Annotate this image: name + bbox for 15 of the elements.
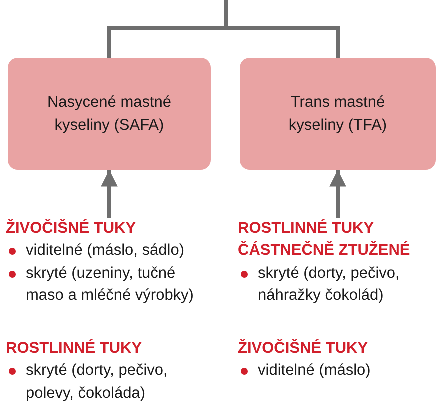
- bullet-item: viditelné (máslo): [238, 360, 438, 383]
- bullet-item: skryté (dorty, pečivo, polevy, čokoláda): [6, 360, 206, 406]
- bullet-item: skryté (uzeniny, tučné maso a mléčné výrobky): [6, 262, 206, 308]
- group-heading: ŽIVOČIŠNÉ TUKY: [238, 338, 370, 359]
- category-box: [8, 58, 211, 170]
- box-label: Nasycené mastné kyseliny (SAFA): [46, 92, 173, 136]
- group-heading: ROSTLINNÉ TUKY ČÁSTNEČNĚ ZTUŽENÉ: [238, 218, 412, 262]
- box-label: Trans mastné kyseliny (TFA): [288, 92, 388, 136]
- arrow: [330, 170, 346, 218]
- bullet-item: skryté (dorty, pečivo, náhražky čokolád): [238, 262, 438, 308]
- bullet-item: viditelné (máslo, sádlo): [6, 240, 206, 263]
- category-box: [240, 58, 436, 170]
- arrow: [101, 170, 118, 218]
- group-heading: ROSTLINNÉ TUKY: [6, 338, 144, 359]
- group-heading: ŽIVOČIŠNÉ TUKY: [6, 218, 138, 239]
